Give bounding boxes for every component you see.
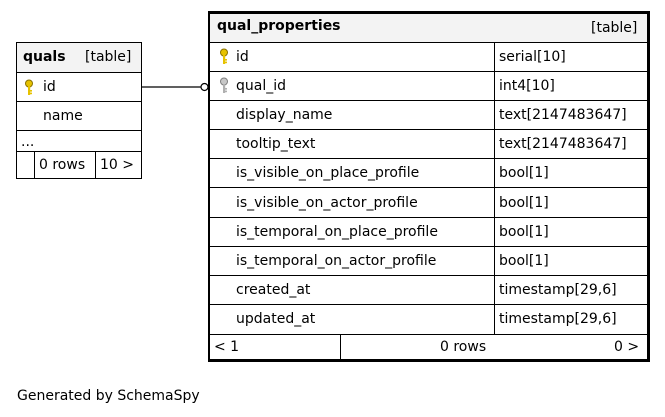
generator-credit: Generated by SchemaSpy (17, 388, 200, 404)
table-type-label: [table] (85, 49, 132, 65)
column-name: is_visible_on_actor_profile (236, 195, 418, 211)
column-name: is_temporal_on_actor_profile (236, 253, 437, 269)
column-name: created_at (236, 282, 311, 298)
column-name: display_name (236, 107, 333, 123)
column-type: int4[10] (499, 78, 555, 94)
column-type: timestamp[29,6] (499, 282, 617, 298)
column-name: id (236, 49, 249, 65)
row-count: 0 rows (39, 157, 86, 173)
column-name: id (43, 79, 56, 95)
column-type: timestamp[29,6] (499, 311, 617, 327)
more-columns-ellipsis: ... (21, 134, 35, 150)
foreign-key-icon (220, 77, 228, 93)
column-type: text[2147483647] (499, 107, 627, 123)
key-icon (25, 79, 33, 95)
column-name: is_temporal_on_place_profile (236, 224, 438, 240)
row-count: 0 rows (440, 339, 487, 355)
relationship-connector (142, 82, 211, 92)
column-name: updated_at (236, 311, 316, 327)
column-name: qual_id (236, 78, 287, 94)
column-type: bool[1] (499, 195, 549, 211)
key-icon (220, 48, 228, 64)
table-name: qual_properties (217, 18, 341, 34)
children-count: 0 > (614, 339, 640, 355)
parents-count: < 1 (214, 339, 240, 355)
column-name: tooltip_text (236, 136, 316, 152)
children-count: 10 > (100, 157, 134, 173)
column-type: bool[1] (499, 165, 549, 181)
qual-properties-header (210, 14, 647, 42)
column-name: is_visible_on_place_profile (236, 165, 420, 181)
column-type: bool[1] (499, 253, 549, 269)
column-type: text[2147483647] (499, 136, 627, 152)
column-type: serial[10] (499, 49, 566, 65)
qual-properties-table[interactable]: qual_properties [table] id serial[10] qu… (208, 11, 650, 362)
quals-table[interactable]: quals [table] id name ... 0 rows 10 > (16, 42, 142, 179)
table-name: quals (23, 49, 66, 65)
table-type-label: [table] (591, 20, 638, 36)
quals-header (17, 43, 141, 72)
column-type: bool[1] (499, 224, 549, 240)
column-name: name (43, 108, 83, 124)
